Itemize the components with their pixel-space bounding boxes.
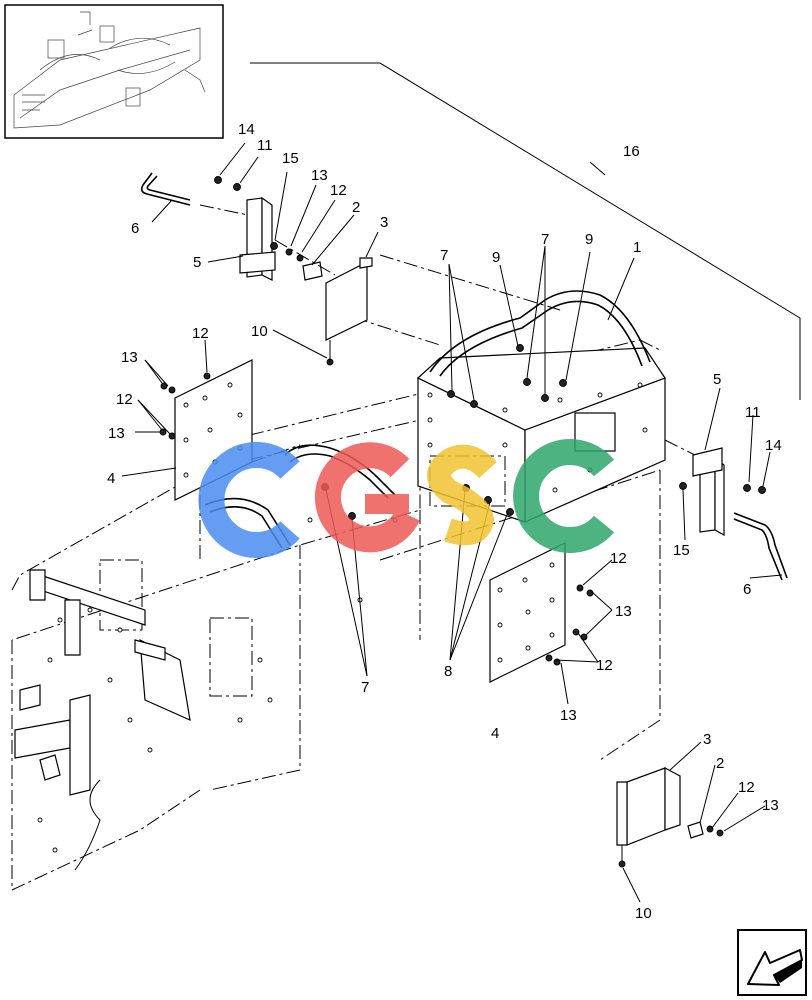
callout-labels: 14 11 15 13 12 2 3 6 5 10 16 7 9 7 9 1 1…	[107, 121, 782, 922]
callout-13: 13	[108, 425, 125, 442]
callout-11: 11	[257, 137, 273, 154]
callout-7: 7	[361, 679, 369, 696]
assembly-bracket-line	[250, 62, 801, 400]
callout-12: 12	[596, 657, 613, 674]
leader-lines	[121, 142, 783, 903]
callout-12: 12	[738, 779, 755, 796]
callout-10: 10	[635, 905, 652, 922]
callout-13: 13	[762, 797, 779, 814]
arrow-icon[interactable]	[737, 929, 807, 996]
callout-14: 14	[765, 437, 782, 454]
callout-12: 12	[330, 182, 347, 199]
callout-1: 1	[633, 239, 641, 256]
callout-12: 12	[192, 325, 209, 342]
right-hardware	[599, 439, 788, 761]
callout-13: 13	[615, 603, 632, 620]
callout-16: 16	[623, 143, 640, 160]
callout-3: 3	[380, 214, 388, 231]
callout-8: 8	[444, 663, 452, 680]
callout-13: 13	[121, 349, 138, 366]
watermark-letter-c2	[513, 439, 615, 553]
callout-10: 10	[251, 323, 268, 340]
upper-left-hardware	[140, 172, 373, 366]
callout-7: 7	[440, 247, 448, 264]
callout-4: 4	[491, 725, 499, 742]
center-housing	[204, 254, 666, 549]
watermark-logo	[198, 439, 615, 558]
callout-4: 4	[107, 470, 115, 487]
callout-5: 5	[713, 371, 721, 388]
callout-12: 12	[116, 391, 133, 408]
watermark-letter-c1	[198, 442, 300, 558]
callout-2: 2	[352, 199, 360, 216]
callout-13: 13	[560, 707, 577, 724]
watermark-letter-s	[427, 444, 497, 546]
callout-6: 6	[743, 581, 751, 598]
callout-3: 3	[703, 731, 711, 748]
callout-13: 13	[311, 167, 328, 184]
callout-15: 15	[673, 542, 690, 559]
callout-14: 14	[238, 121, 255, 138]
callout-2: 2	[716, 755, 724, 772]
callout-5: 5	[193, 254, 201, 271]
callout-9: 9	[585, 231, 593, 248]
frame-assembly	[11, 339, 661, 891]
callout-7: 7	[541, 231, 549, 248]
right-side-plate	[489, 542, 594, 683]
overview-inset	[4, 4, 224, 139]
watermark-letter-g	[314, 442, 420, 553]
lower-right-bracket	[616, 767, 724, 868]
callout-12: 12	[610, 550, 627, 567]
callout-9: 9	[492, 249, 500, 266]
callout-15: 15	[282, 150, 299, 167]
callout-11: 11	[745, 404, 761, 421]
callout-6: 6	[131, 220, 139, 237]
